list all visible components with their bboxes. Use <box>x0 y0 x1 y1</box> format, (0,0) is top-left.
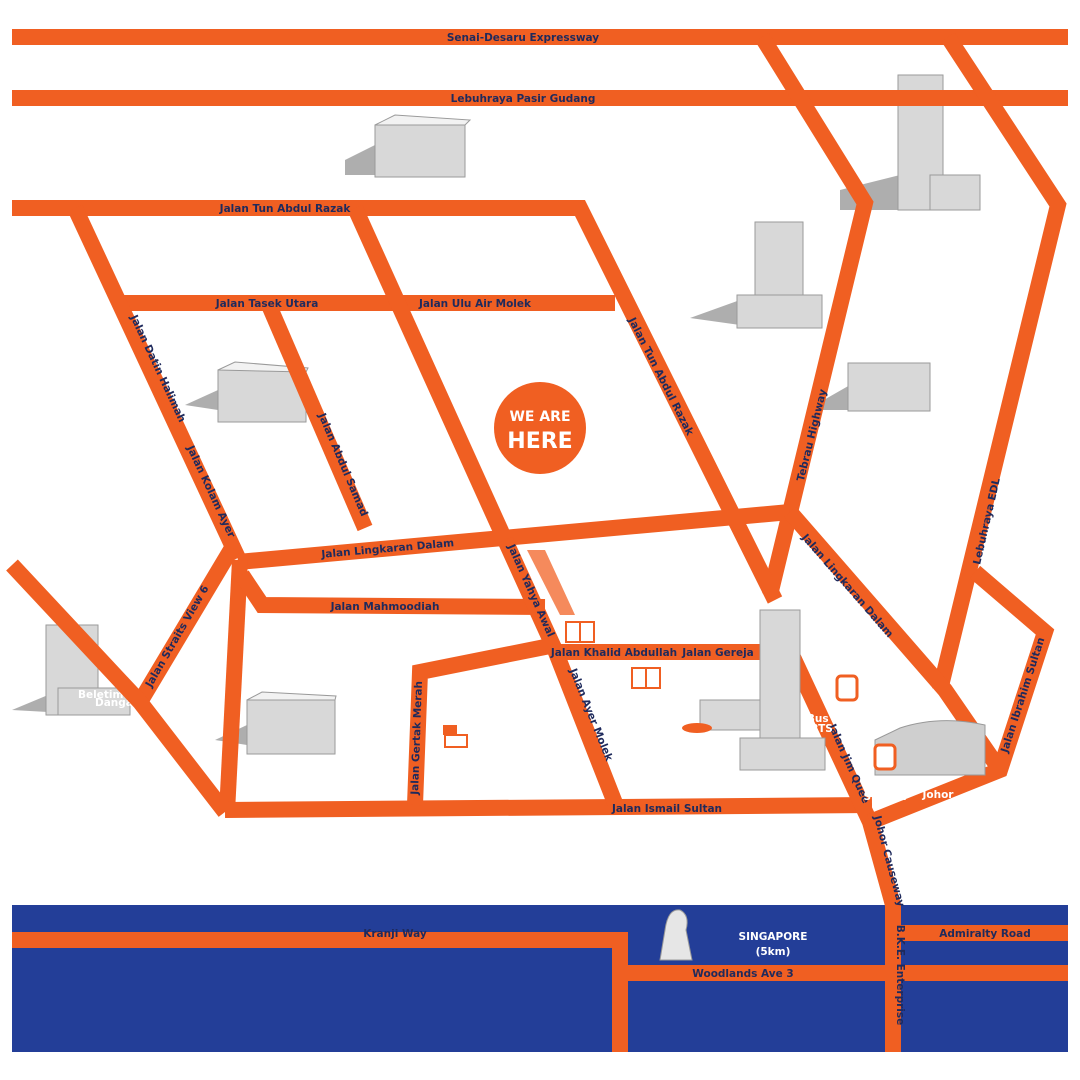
hotel-name: Beletime <box>78 689 131 701</box>
label-tasek-utara: Jalan Tasek Utara <box>215 298 319 310</box>
marker-line2: HERE <box>507 429 572 454</box>
road-abdul-samad <box>260 299 373 532</box>
label-singapore: SINGAPORE <box>739 931 808 943</box>
road-tebrau <box>755 32 874 597</box>
sign-icon <box>443 725 468 748</box>
we-are-here-marker: WE ARE HERE <box>494 382 586 474</box>
label-mahmoodiah: Jalan Mahmoodiah <box>330 601 440 613</box>
jb-sentral-building <box>874 720 986 776</box>
building-4 <box>215 691 337 755</box>
label-ismail-sultan: Jalan Ismail Sultan <box>611 803 722 815</box>
book-icon <box>565 621 595 643</box>
label-johor: Johor <box>922 789 955 801</box>
tower-2 <box>690 221 823 329</box>
label-woodlands: Woodlands Ave 3 <box>692 968 793 980</box>
label-rts-station: RTS Station <box>811 723 880 735</box>
label-station: Station <box>864 791 907 803</box>
label-pasir-gudang: Lebuhraya Pasir Gudang <box>451 93 596 105</box>
label-jb: JB <box>873 781 886 793</box>
label-datin-halimah: Jalan Datin Halimah <box>127 312 188 424</box>
road-ismail-sultan <box>224 797 873 818</box>
road-network <box>6 29 1068 1052</box>
label-kolam-ayer: Jalan Kolam Ayer <box>184 443 238 540</box>
label-ulu-air-molek: Jalan Ulu Air Molek <box>418 298 532 310</box>
road-west-vertical <box>219 559 248 813</box>
road-straits-view <box>133 543 239 707</box>
label-senai-desaru: Senai-Desaru Expressway <box>447 32 599 44</box>
label-admiralty: Admiralty Road <box>939 928 1030 940</box>
road-danga <box>6 559 232 817</box>
bench-icon <box>682 723 712 733</box>
road-gertak-merah <box>407 637 557 806</box>
train-icon <box>835 674 859 702</box>
label-kranji: Kranji Way <box>363 928 427 940</box>
book-icon <box>631 667 661 689</box>
road-edl <box>932 32 1067 692</box>
road-kranji <box>12 932 628 1052</box>
building-1 <box>345 114 472 178</box>
road-tun-abdul-razak <box>12 200 783 604</box>
label-bus-terminal: Bus Terminal <box>807 713 883 725</box>
label-bke: B.K.E. Enterprise <box>894 925 906 1026</box>
label-singapore-distance: (5km) <box>756 946 791 958</box>
train-icon <box>873 743 897 771</box>
label-tun-abdul-razak-d: Jalan Tun Abdul Razak <box>625 315 696 439</box>
road-mahmoodiah <box>235 570 546 615</box>
marker-line1: WE ARE <box>509 409 570 425</box>
label-lingkaran-dalam-2: Jalan Lingkaran Dalam <box>798 531 895 640</box>
label-gereja: Jalan Gereja <box>681 647 754 659</box>
road-lingkaran-dalam <box>237 504 791 570</box>
road-ibrahim-sultan <box>867 565 1055 830</box>
merlion-icon <box>659 909 693 961</box>
label-tun-abdul-razak-h: Jalan Tun Abdul Razak <box>219 203 352 215</box>
jb-tower <box>699 609 826 771</box>
building-3 <box>185 361 309 423</box>
road-ulu-air-molek-diag <box>347 204 513 544</box>
label-straits-view: Jalan Straits View 6 <box>143 583 212 690</box>
label-abdul-samad: Jalan Abdul Samad <box>315 411 370 519</box>
road-datin-halimah <box>67 204 246 562</box>
label-ibrahim-sultan: Jalan Ibrahim Sultan <box>999 636 1048 755</box>
label-khalid-abdullah: Jalan Khalid Abdullah <box>550 647 677 659</box>
site-plot <box>527 550 575 615</box>
label-gertak-merah: Jalan Gertak Merah <box>409 681 425 796</box>
